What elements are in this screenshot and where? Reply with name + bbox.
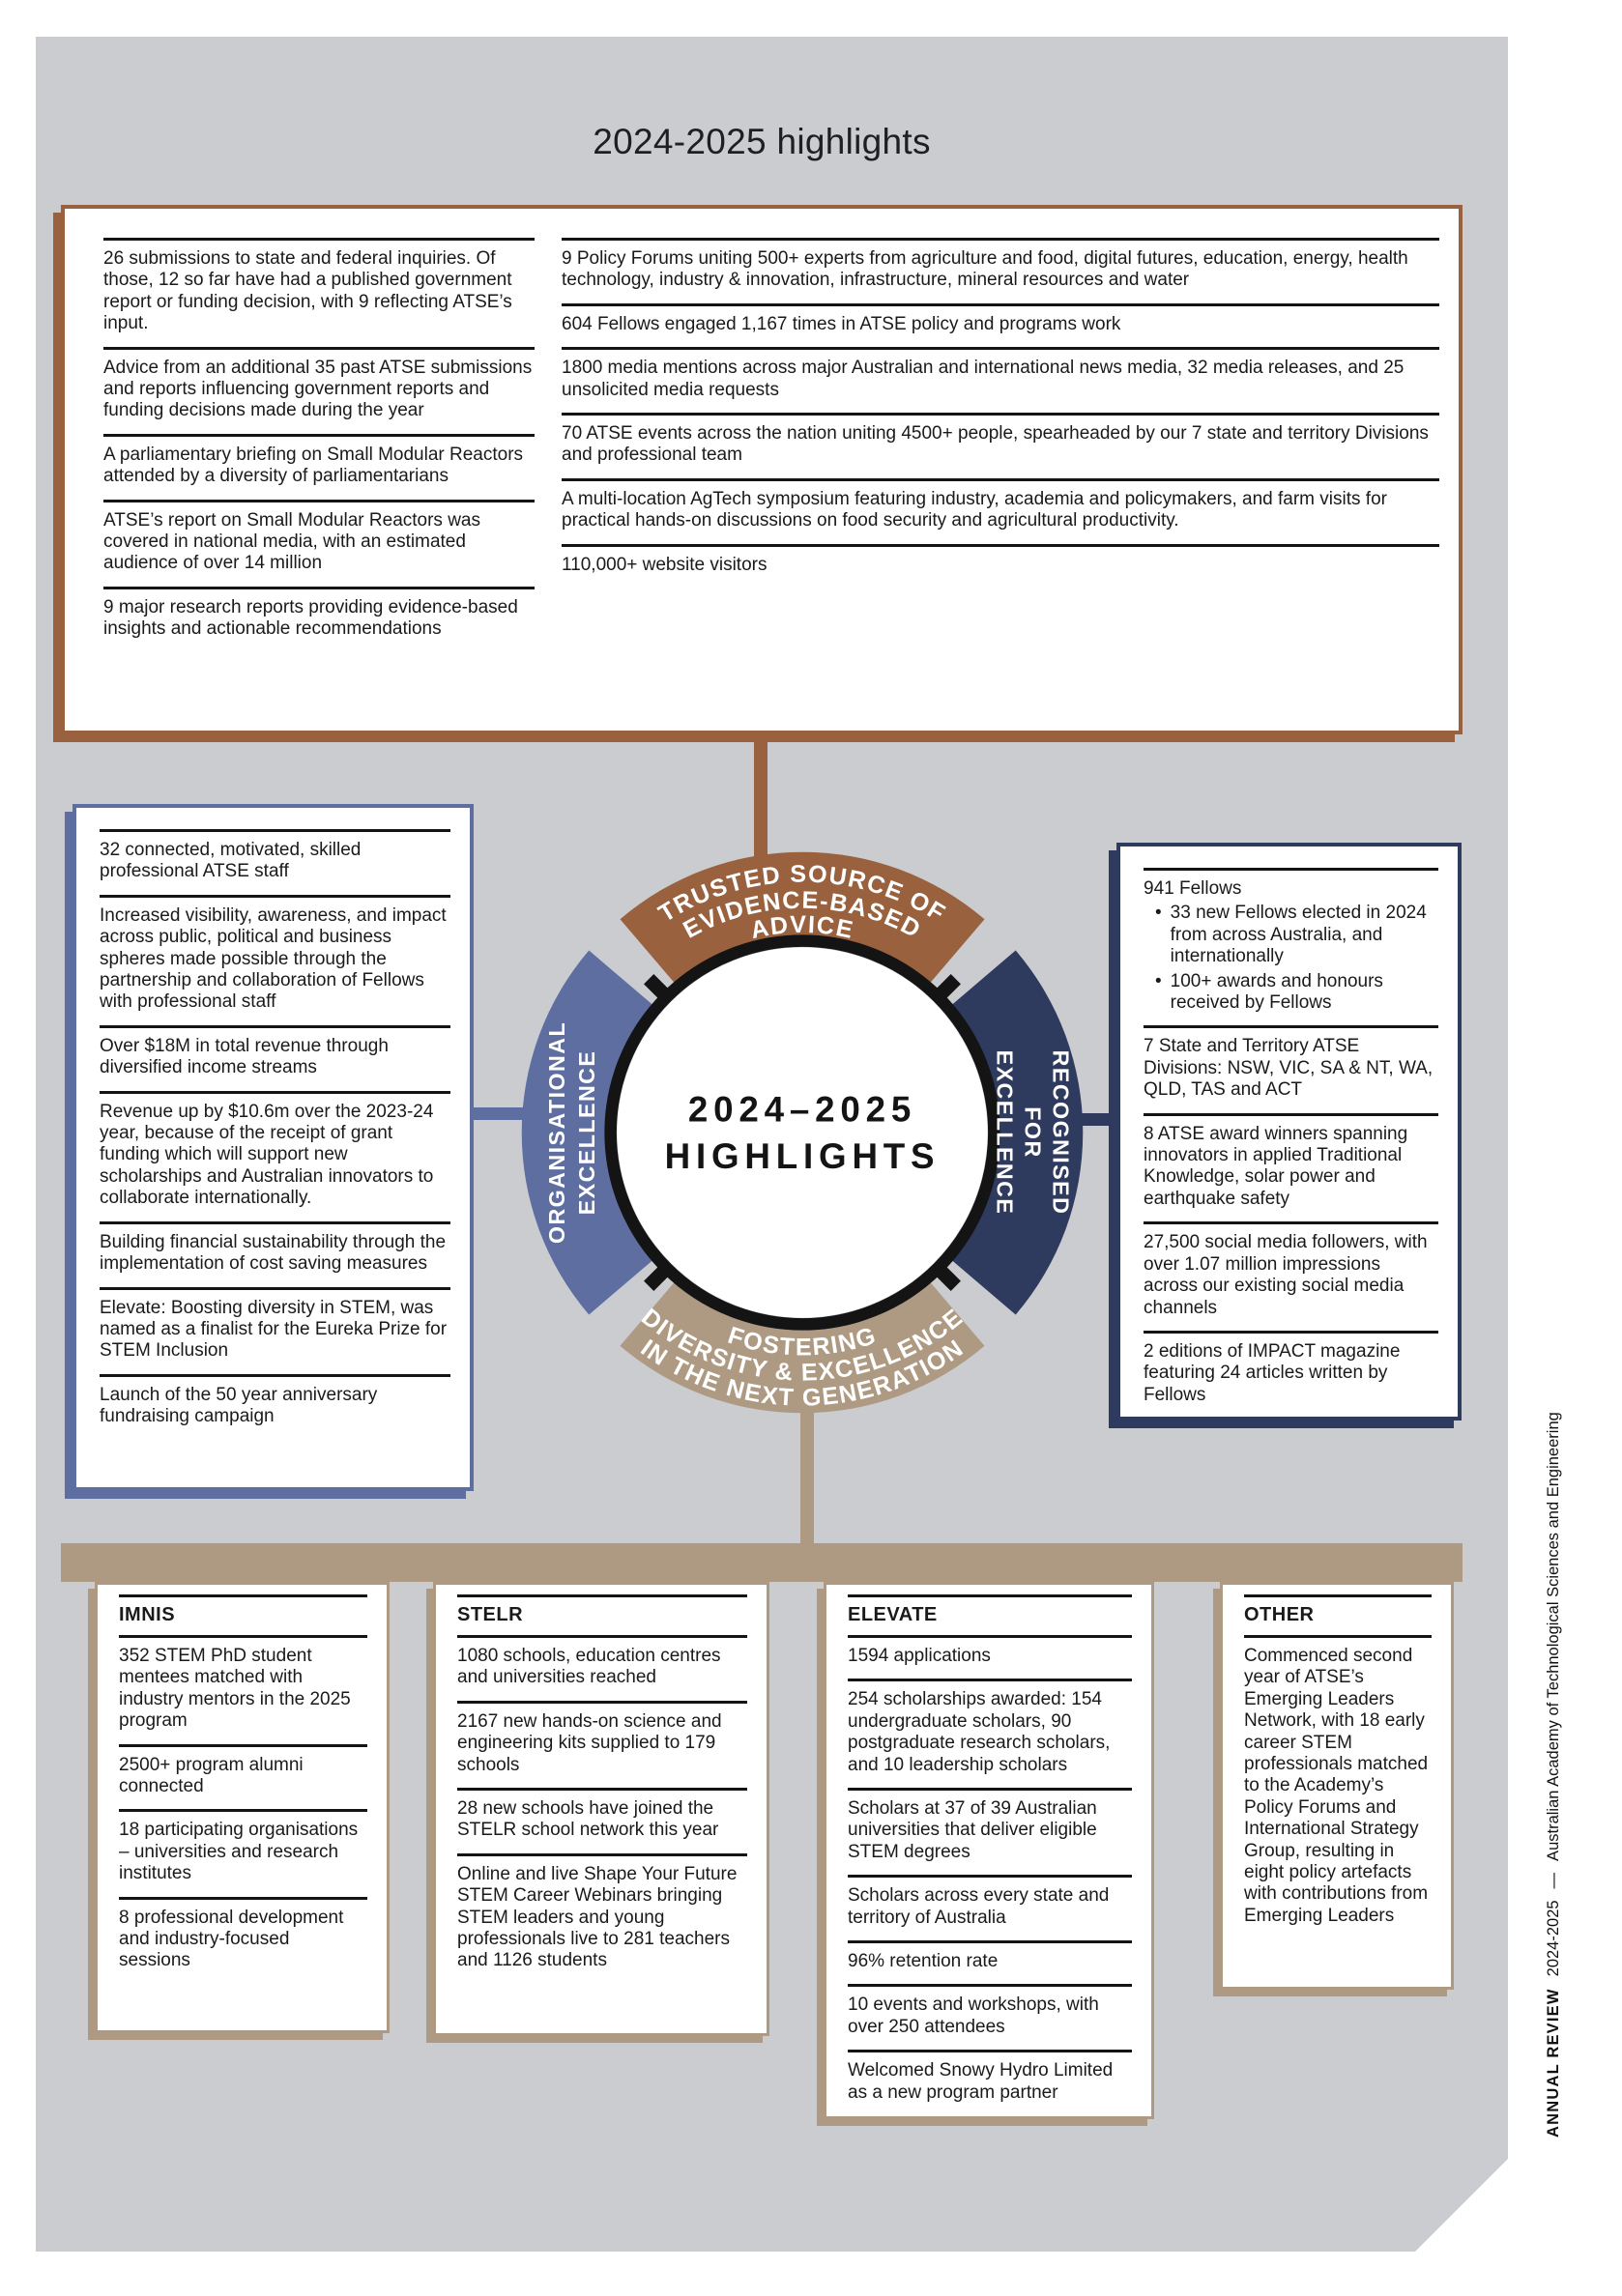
connector-advice [754,731,768,866]
recognised-excellence-panel: 941 Fellows • 33 new Fellows elected in … [1116,843,1462,1421]
bullet-text: 100+ awards and honours received by Fell… [1170,970,1383,1014]
other-panel: OTHER Commenced second year of ATSE’s Em… [1220,1582,1454,1990]
list-item: Increased visibility, awareness, and imp… [100,894,450,1025]
wheel-center-title: 2024–2025 [688,1089,916,1129]
list-item: Revenue up by $10.6m over the 2023-24 ye… [100,1090,450,1221]
list-item: Elevate: Boosting diversity in STEM, was… [100,1286,450,1374]
list-item: 2500+ program alumni connected [119,1743,367,1810]
elevate-panel: ELEVATE 1594 applications 254 scholarshi… [824,1582,1154,2119]
list-item: 7 State and Territory ATSE Divisions: NS… [1144,1025,1438,1112]
advice-left-column: 26 submissions to state and federal inqu… [103,238,535,652]
spine-annual-review: ANNUAL REVIEW [1545,1988,1562,2138]
programs-band [61,1543,1463,1582]
list-item: Scholars at 37 of 39 Australian universi… [848,1788,1132,1875]
gap-wedge [644,974,676,1006]
list-item: 9 Policy Forums uniting 500+ experts fro… [562,238,1439,303]
list-item: A parliamentary briefing on Small Modula… [103,433,535,500]
bottom-arc [620,1281,985,1414]
right-arc [951,950,1084,1315]
list-item: 70 ATSE events across the nation uniting… [562,413,1439,478]
gap-wedge [929,1259,961,1291]
top-arc [620,851,985,984]
list-item: Scholars across every state and territor… [848,1875,1132,1940]
list-item: 26 submissions to state and federal inqu… [103,238,535,347]
list-item: 1080 schools, education centres and univ… [457,1635,747,1701]
program-title: STELR [457,1594,747,1635]
program-title: OTHER [1244,1594,1432,1635]
bullet-text: 33 new Fellows elected in 2024 from acro… [1170,903,1427,967]
left-arc-label: EXCELLENCE [574,1050,599,1216]
list-item: Over $18M in total revenue through diver… [100,1024,450,1091]
list-item: 1800 media mentions across major Austral… [562,347,1439,413]
advice-right-column: 9 Policy Forums uniting 500+ experts fro… [562,238,1439,652]
list-item: 8 ATSE award winners spanning innovators… [1144,1112,1438,1222]
list-item: 1594 applications [848,1635,1132,1679]
highlights-wheel-diagram: TRUSTED SOURCE OF EVIDENCE-BASED ADVICE … [521,851,1084,1414]
spine-org: Australian Academy of Technological Scie… [1545,1412,1562,1861]
center-disc [617,947,988,1318]
list-item: 352 STEM PhD student mentees matched wit… [119,1635,367,1744]
right-arc-label: EXCELLENCE [992,1050,1017,1216]
spine-dash: — [1545,1872,1562,1889]
list-item: 2167 new hands-on science and engineerin… [457,1700,747,1788]
bullet-glyph: • [1155,970,1162,991]
imnis-panel: IMNIS 352 STEM PhD student mentees match… [95,1582,390,2033]
list-item: 10 events and workshops, with over 250 a… [848,1984,1132,2050]
spine-text: ANNUAL REVIEW 2024-2025 — Australian Aca… [1545,1412,1563,2138]
program-title: ELEVATE [848,1594,1132,1635]
list-item: Launch of the 50 year anniversary fundra… [100,1373,450,1440]
right-arc-label: RECOGNISED [1048,1050,1073,1216]
list-item: A multi-location AgTech symposium featur… [562,477,1439,544]
list-item: 28 new schools have joined the STELR sch… [457,1788,747,1853]
wheel-center-title: HIGHLIGHTS [665,1136,941,1176]
list-item: 941 Fellows • 33 new Fellows elected in … [1144,868,1438,1025]
list-item: 8 professional development and industry-… [119,1896,367,1984]
organisational-excellence-panel: 32 connected, motivated, skilled profess… [72,804,474,1491]
gap-wedge [929,974,961,1006]
list-item: 110,000+ website visitors [562,543,1439,588]
list-item: Welcomed Snowy Hydro Limited as a new pr… [848,2050,1132,2115]
left-arc-label: ORGANISATIONAL [544,1021,569,1244]
right-arc-label: FOR [1020,1106,1045,1158]
left-arc [521,950,653,1315]
list-item: 27,500 social media followers, with over… [1144,1221,1438,1331]
list-item: 9 major research reports providing evide… [103,586,535,652]
stelr-panel: STELR 1080 schools, education centres an… [433,1582,769,2036]
list-item: 96% retention rate [848,1940,1132,1984]
list-item: 32 connected, motivated, skilled profess… [100,829,450,895]
list-item: 604 Fellows engaged 1,167 times in ATSE … [562,302,1439,347]
list-item: Advice from an additional 35 past ATSE s… [103,346,535,434]
program-title: IMNIS [119,1594,367,1635]
list-item: Building financial sustainability throug… [100,1220,450,1287]
bullet-row: • 33 new Fellows elected in 2024 from ac… [1144,903,1436,967]
fellows-count: 941 Fellows [1144,878,1242,899]
bullet-glyph: • [1155,903,1162,924]
trusted-advice-panel: 26 submissions to state and federal inqu… [61,205,1463,734]
list-item: Commenced second year of ATSE’s Emerging… [1244,1635,1432,1938]
page-title: 2024-2025 highlights [593,122,931,161]
list-item: Online and live Shape Your Future STEM C… [457,1852,747,1984]
gap-wedge [644,1259,676,1291]
spine-year: 2024-2025 [1545,1900,1562,1977]
list-item: ATSE’s report on Small Modular Reactors … [103,499,535,587]
list-item: 18 participating organisations – univers… [119,1809,367,1896]
bullet-row: • 100+ awards and honours received by Fe… [1144,971,1436,1015]
inner-ring [604,934,1000,1331]
connector-next-generation [800,1392,814,1546]
list-item: 254 scholarships awarded: 154 undergradu… [848,1679,1132,1788]
fellows-bullets: • 33 new Fellows elected in 2024 from ac… [1144,903,1436,1014]
list-item: 2 editions of IMPACT magazine featuring … [1144,1330,1438,1417]
